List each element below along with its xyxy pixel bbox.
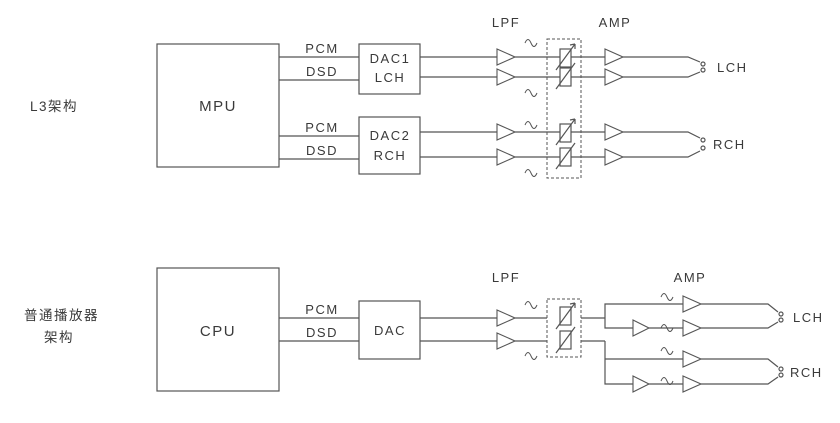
lpf-header-normal: LPF xyxy=(492,270,520,285)
pcm-label-b: PCM xyxy=(305,120,338,135)
output-terminal-icons xyxy=(700,61,706,151)
dsd-label-b: DSD xyxy=(306,143,338,158)
pcm-label-c: PCM xyxy=(305,302,338,317)
dsd-label-a: DSD xyxy=(306,64,338,79)
mpu-dac-wires xyxy=(279,56,359,160)
normal-arch-label-line2: 架构 xyxy=(44,330,74,345)
amp-branch-wires xyxy=(604,303,683,385)
output-lch-label: LCH xyxy=(717,60,748,75)
amp-header: AMP xyxy=(599,15,632,30)
lpf-header: LPF xyxy=(492,15,520,30)
dac2-channel-label: RCH xyxy=(374,148,407,163)
amp-output-wires-normal xyxy=(701,303,779,385)
amp-triangles xyxy=(604,48,625,166)
l3-architecture: L3架构 MPU PCM DSD PCM DSD DAC1 LCH DAC2 R… xyxy=(30,15,748,179)
dac1-label: DAC1 xyxy=(370,51,411,66)
sine-wave-icons xyxy=(524,39,538,177)
variable-resistor-icons xyxy=(555,43,576,170)
volume-control-box-normal xyxy=(546,298,582,358)
dac-label: DAC xyxy=(374,323,406,338)
dac1-block xyxy=(358,43,421,95)
dac-block xyxy=(358,300,421,360)
normal-architecture: 普通播放器 架构 CPU PCM DSD DAC LPF AMP xyxy=(24,267,824,393)
dac-lpf-wires-normal xyxy=(420,317,497,342)
cpu-label: CPU xyxy=(200,323,236,340)
cpu-block xyxy=(156,267,280,392)
pcm-label-a: PCM xyxy=(305,41,338,56)
amp-output-wires xyxy=(623,56,701,158)
dac1-channel-label: LCH xyxy=(375,70,406,85)
l3-arch-label: L3架构 xyxy=(30,99,78,114)
amp-header-normal: AMP xyxy=(674,270,707,285)
output-rch-label-normal: RCH xyxy=(790,365,823,380)
cpu-dac-wires xyxy=(279,317,359,342)
lpf-volume-wires-normal xyxy=(515,317,605,342)
output-lch-label-normal: LCH xyxy=(793,310,824,325)
variable-resistor-icons-normal xyxy=(555,302,576,354)
dsd-label-c: DSD xyxy=(306,325,338,340)
mpu-block xyxy=(156,43,280,168)
dac2-block xyxy=(358,116,421,175)
mpu-label: MPU xyxy=(199,98,237,115)
lpf-triangles xyxy=(496,48,517,166)
amp-triangles-normal xyxy=(632,295,703,393)
dac-lpf-wires xyxy=(420,56,497,158)
normal-arch-label-line1: 普通播放器 xyxy=(24,308,99,323)
output-terminal-icons-normal xyxy=(778,311,784,378)
volume-control-box xyxy=(546,38,582,179)
output-rch-label: RCH xyxy=(713,137,746,152)
lpf-triangles-normal xyxy=(496,309,517,350)
dac2-label: DAC2 xyxy=(370,128,411,143)
